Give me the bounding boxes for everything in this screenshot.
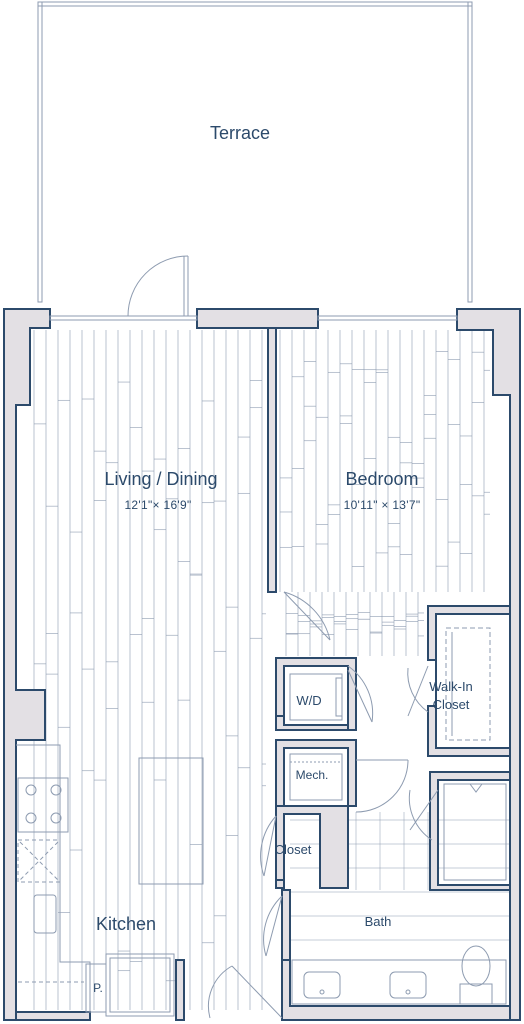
terrace-label: Terrace — [210, 123, 270, 143]
kitchen-label: Kitchen — [96, 914, 156, 934]
closet-label: Closet — [275, 842, 312, 857]
kitchen-fixtures — [16, 744, 204, 1017]
mech-unit-icon — [289, 753, 343, 801]
floor-planks — [33, 330, 490, 1010]
cooktop-icon — [17, 777, 69, 833]
bedroom-label: Bedroom — [345, 469, 418, 489]
pantry-label: P. — [93, 981, 103, 995]
wd-label: W/D — [296, 693, 321, 708]
living-dining-dims: 12'1"× 16'9" — [124, 498, 191, 512]
bedroom-dims: 10'11" × 13'7" — [344, 498, 421, 512]
walk-in-label-line2: Closet — [433, 697, 470, 712]
fridge-icon — [105, 953, 175, 1017]
bath-sink-left-icon — [303, 971, 341, 999]
mech-label: Mech. — [296, 768, 329, 782]
bath-sink-right-icon — [389, 971, 427, 999]
sink-icon — [33, 894, 57, 934]
walk-in-shelving — [445, 627, 491, 741]
bath-label: Bath — [365, 914, 392, 929]
exterior-walls — [3, 308, 521, 1021]
kitchen-island — [138, 757, 204, 885]
windows — [49, 315, 458, 321]
shower-icon — [443, 783, 507, 881]
bath-fixtures — [291, 945, 507, 1005]
walk-in-label-line1: Walk-In — [429, 679, 473, 694]
toilet-icon — [461, 945, 491, 987]
terrace-outline — [37, 1, 473, 303]
doors — [127, 255, 439, 1019]
washer-dryer-icon — [289, 673, 343, 721]
living-dining-label: Living / Dining — [104, 469, 217, 489]
interior-walls — [267, 327, 511, 961]
